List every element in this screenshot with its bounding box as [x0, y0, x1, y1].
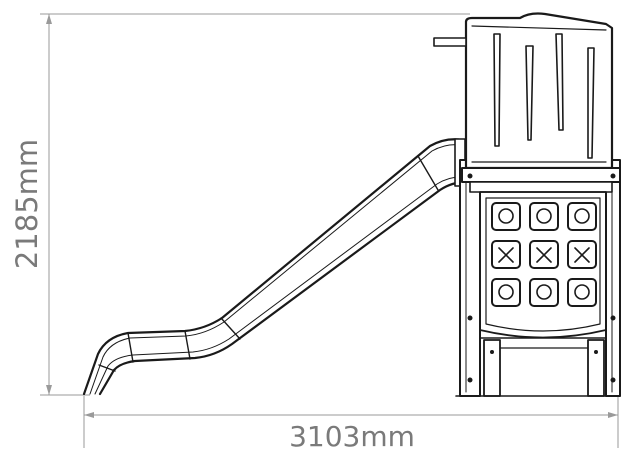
slide — [82, 138, 468, 396]
width-dimension: 3103mm — [83, 396, 619, 450]
tower — [433, 12, 621, 397]
width-dimension-label: 3103mm — [289, 420, 415, 450]
height-dimension: 2185mm — [10, 13, 470, 396]
panel-tiles — [491, 202, 597, 307]
height-dimension-label: 2185mm — [10, 139, 44, 269]
bolts — [467, 173, 616, 383]
